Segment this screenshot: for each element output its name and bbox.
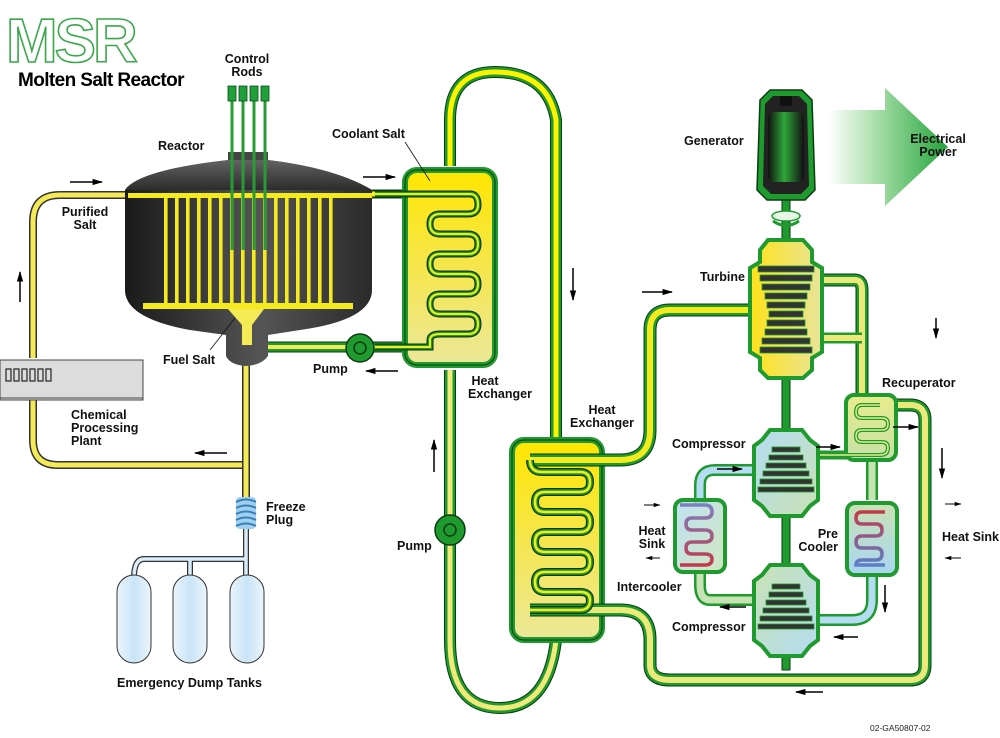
label-control-rods-1: Control (225, 52, 269, 66)
label-emergency-dump-tanks: Emergency Dump Tanks (117, 676, 262, 690)
label-pre-cooler-2: Cooler (798, 540, 838, 554)
label-electrical-power-2: Power (919, 145, 957, 159)
recuperator (815, 393, 898, 462)
leader-lines (209, 141, 431, 351)
pre-cooler (845, 501, 968, 577)
label-pump-primary: Pump (313, 362, 348, 376)
label-coolant-salt: Coolant Salt (332, 127, 406, 141)
chemical-processing-plant (0, 359, 144, 401)
label-fuel-salt: Fuel Salt (163, 353, 216, 367)
title-acronym: MSR (6, 7, 137, 76)
reactor-vessel (125, 152, 378, 366)
electrical-power-arrow (828, 88, 948, 206)
label-reactor: Reactor (158, 139, 205, 153)
plant-windows (5, 368, 52, 382)
turbine (748, 238, 824, 380)
label-chem-plant-1: Chemical (71, 408, 127, 422)
label-heat-sink-right: Heat Sink (942, 530, 999, 544)
compressor-upper (752, 428, 820, 518)
dump-tanks (116, 574, 265, 664)
fuel-channels (164, 198, 333, 305)
figure-id: 02-GA50807-02 (870, 723, 931, 733)
label-heat-exchanger-2b: Exchanger (570, 416, 634, 430)
title-subtitle: Molten Salt Reactor (18, 70, 185, 91)
dump-tank-piping (131, 529, 249, 579)
label-heat-sink-left-1: Heat (638, 524, 666, 538)
rotation-arrow-icon (771, 210, 801, 227)
label-freeze-plug-2: Plug (266, 513, 293, 527)
label-control-rods-2: Rods (231, 65, 262, 79)
label-purified-salt-1: Purified (62, 205, 109, 219)
label-chem-plant-2: Processing (71, 421, 138, 435)
intercooler (632, 498, 727, 574)
generator (756, 89, 816, 201)
label-generator: Generator (684, 134, 744, 148)
compressor-lower (752, 563, 820, 658)
label-compressor-lower: Compressor (672, 620, 746, 634)
heat-exchanger-1 (375, 167, 498, 368)
label-heat-exchanger-1b: Exchanger (468, 387, 532, 401)
freeze-plug (235, 497, 257, 529)
label-heat-sink-left-2: Sink (639, 537, 665, 551)
label-pre-cooler-1: Pre (818, 527, 838, 541)
label-freeze-plug-1: Freeze (266, 500, 306, 514)
flow-arrows (16, 173, 962, 696)
label-recuperator: Recuperator (882, 376, 956, 390)
coolant-loop-piping (444, 65, 562, 715)
label-turbine: Turbine (700, 270, 745, 284)
label-purified-salt-2: Salt (74, 218, 98, 232)
turbine-blades (757, 265, 815, 354)
label-electrical-power-1: Electrical (910, 132, 966, 146)
label-intercooler: Intercooler (617, 580, 682, 594)
label-heat-exchanger-1a: Heat (471, 374, 499, 388)
label-heat-exchanger-2a: Heat (588, 403, 616, 417)
gas-loop-piping (526, 273, 932, 687)
labels: Control Rods Reactor Coolant Salt Purifi… (62, 52, 999, 733)
title-block: MSR Molten Salt Reactor (5, 6, 186, 91)
label-pump-secondary: Pump (397, 539, 432, 553)
label-chem-plant-3: Plant (71, 434, 102, 448)
fuel-salt-piping (29, 191, 250, 505)
secondary-pump (434, 514, 466, 546)
control-rods (227, 85, 270, 250)
primary-pump (345, 333, 375, 363)
label-compressor-upper: Compressor (672, 437, 746, 451)
